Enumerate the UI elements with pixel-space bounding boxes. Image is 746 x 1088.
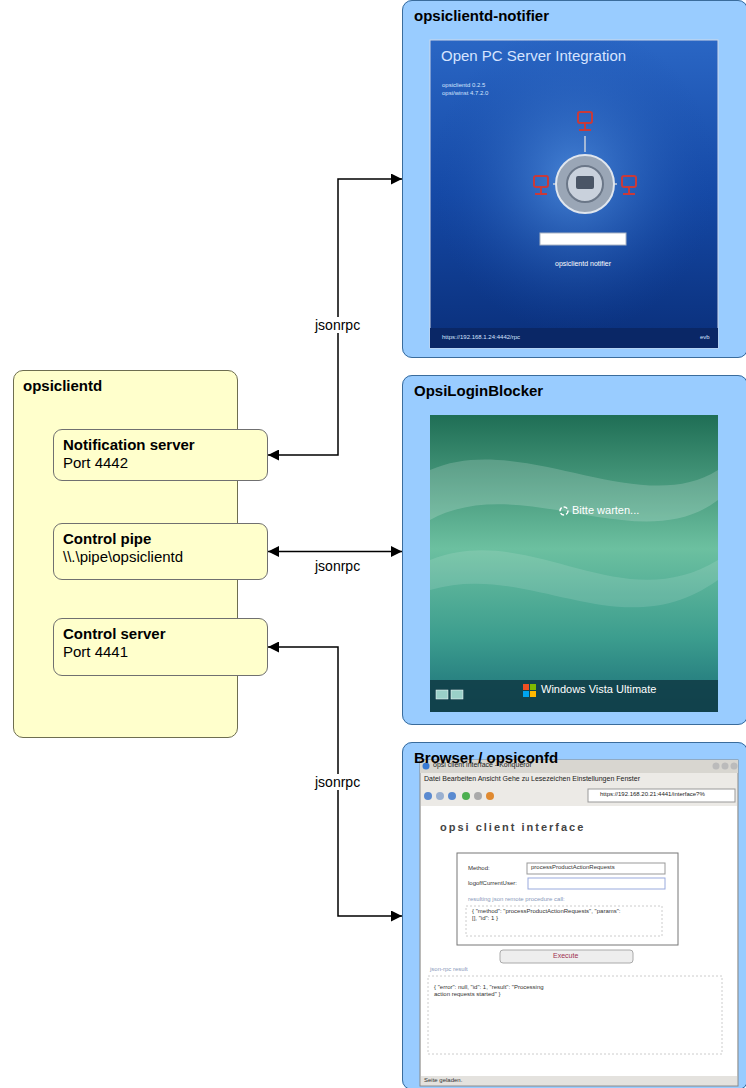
jsonrpc-connector [268, 647, 402, 916]
screenshot-text: opsi/winst 4.7.2.0 [442, 90, 488, 97]
screenshot-text: json-rpc result [430, 966, 468, 973]
screenshot-text: logoffCurrentUser: [468, 880, 517, 887]
screenshot-text: opsi client interface [440, 821, 585, 834]
edge-label: jsonrpc [313, 317, 362, 333]
interface-box: Notification serverPort 4442 [53, 429, 268, 481]
screenshot-text: Seite geladen. [424, 1077, 462, 1084]
screenshot-text: Bitte warten... [572, 504, 639, 517]
node-text: Port 4441 [63, 643, 128, 661]
jsonrpc-connector [268, 179, 402, 455]
edge-label: jsonrpc [313, 774, 362, 790]
screenshot-text: opsi client interface - Konqueror [433, 761, 532, 769]
node-heading: Notification server [63, 436, 195, 454]
screenshot-text: Windows Vista Ultimate [541, 683, 656, 696]
node-heading: Control pipe [63, 530, 151, 548]
screenshot-text: evb [700, 334, 710, 341]
screenshot-text: Execute [553, 952, 578, 960]
node-text: \\.\pipe\opsiclientd [63, 548, 183, 566]
client-panel: OpsiLoginBlocker [402, 375, 746, 725]
screenshot-text: Datei Bearbeiten Ansicht Gehe zu Lesezei… [424, 775, 640, 783]
node-heading: Control server [63, 625, 166, 643]
screenshot-text: { "error": null, "id": 1, "result": "Pro… [434, 984, 554, 998]
interface-box: Control pipe\\.\pipe\opsiclientd [53, 523, 268, 580]
screenshot-text: https://192.168.20.21:4441/interface?% [600, 791, 705, 798]
screenshot-text: { "method": "processProductActionRequest… [472, 908, 622, 922]
screenshot-text: opsiclientd notifier [555, 260, 611, 268]
jsonrpc-connector [268, 551, 402, 553]
screenshot-text: Method: [468, 865, 490, 872]
screenshot-text: resulting json remote procedure call: [468, 896, 565, 903]
edge-label: jsonrpc [313, 558, 362, 574]
screenshot-text: processProductActionRequests [531, 864, 615, 871]
node-heading: opsiclientd [23, 377, 102, 395]
screenshot-text: opsiclientd 0.2.5 [442, 82, 485, 89]
process-box: opsiclientdNotification serverPort 4442C… [13, 370, 238, 738]
screenshot-text: https://192.168.1.24:4442/rpc [442, 334, 520, 341]
node-heading: OpsiLoginBlocker [414, 382, 543, 400]
screenshot-text: Open PC Server Integration [441, 47, 626, 65]
node-text: Port 4442 [63, 454, 128, 472]
node-heading: opsiclientd-notifier [414, 7, 549, 25]
interface-box: Control serverPort 4441 [53, 618, 268, 676]
